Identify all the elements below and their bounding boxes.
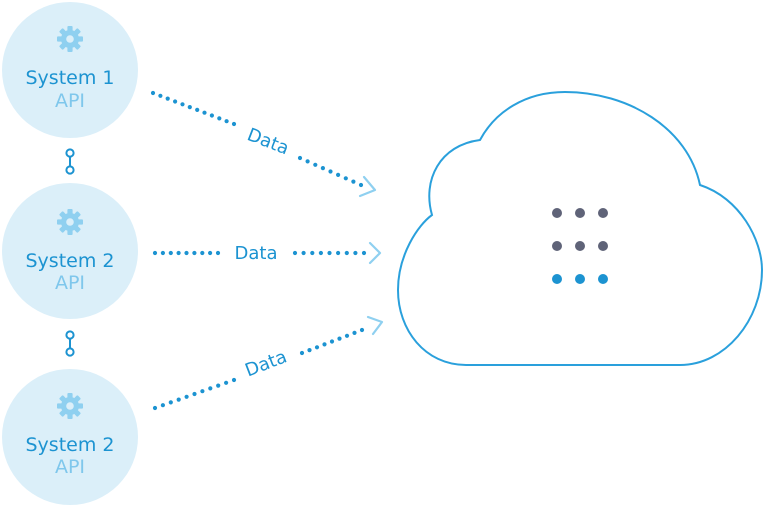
flow-1-label: Data [244, 124, 292, 159]
system-node-1-name: System 1 [26, 67, 115, 89]
node-connector-2-3 [65, 330, 75, 357]
grid-dot [575, 274, 585, 284]
flow-2-label: Data [235, 243, 278, 264]
flow-3: Data [152, 315, 384, 411]
dot-grid-icon [552, 208, 608, 284]
system-node-3[interactable]: System 2 API [2, 369, 138, 505]
flow-3-label: Data [242, 346, 290, 381]
grid-dot [552, 241, 562, 251]
system-node-3-name: System 2 [26, 434, 115, 456]
system-node-3-sublabel: API [55, 456, 85, 478]
grid-dot [552, 208, 562, 218]
flow-2: Data [152, 241, 382, 265]
grid-dot [575, 208, 585, 218]
cloud [396, 90, 764, 366]
system-node-3-circle [2, 369, 138, 505]
flow-1-arrowhead [358, 175, 377, 198]
flow-2-arrowhead [368, 241, 382, 265]
system-node-1[interactable]: System 1 API [2, 2, 138, 138]
gear-icon [57, 209, 83, 235]
gear-icon [57, 393, 83, 419]
grid-dot [575, 241, 585, 251]
flow-3-arrowhead [366, 315, 384, 336]
system-node-2-circle [2, 183, 138, 319]
grid-dot [598, 274, 608, 284]
gear-icon [57, 26, 83, 52]
grid-dot [552, 274, 562, 284]
cloud-outline [396, 90, 764, 366]
system-node-1-circle [2, 2, 138, 138]
system-node-2-name: System 2 [26, 250, 115, 272]
node-connector-1-2 [65, 148, 75, 175]
system-node-2-sublabel: API [55, 272, 85, 294]
grid-dot [598, 241, 608, 251]
system-node-2[interactable]: System 2 API [2, 183, 138, 319]
system-node-1-sublabel: API [55, 90, 85, 112]
grid-dot [598, 208, 608, 218]
flow-1: Data [150, 90, 377, 198]
